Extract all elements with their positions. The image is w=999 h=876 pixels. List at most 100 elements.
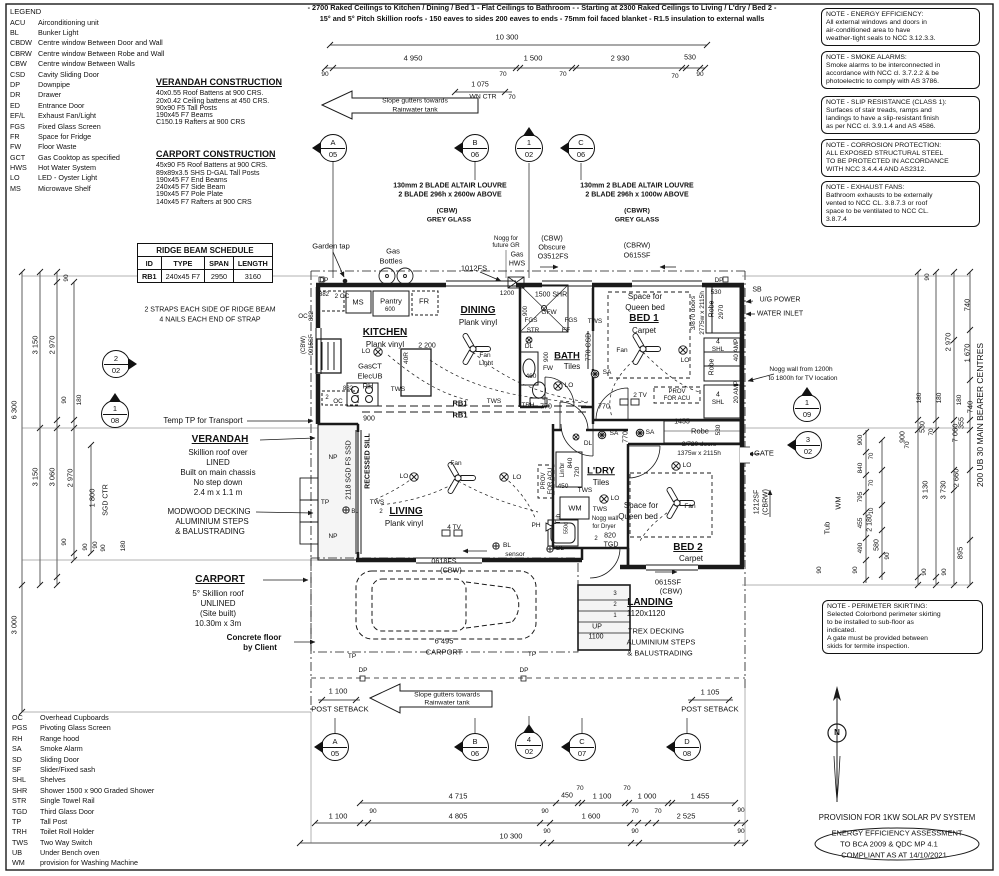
annotation: Fan	[479, 351, 491, 359]
legend-desc: Slider/Fixed sash	[40, 764, 96, 774]
phone-point-icon	[545, 522, 554, 532]
legend-desc: Range hood	[40, 733, 80, 743]
annotation: 820	[604, 532, 616, 540]
note-line: A gate must be provided between	[827, 635, 928, 643]
annotation: 1 075	[471, 81, 489, 89]
legend-abbr: SF	[12, 764, 22, 774]
annotation: 180	[915, 392, 923, 404]
legend-abbr: TGD	[12, 806, 28, 816]
legend-desc: Centre window Between Door and Wall	[38, 38, 163, 48]
annotation: 460	[525, 372, 537, 380]
construction-line: 20x0.42 Ceiling battens at 450 CRS.	[156, 97, 270, 105]
room-label: KITCHEN	[362, 327, 408, 338]
note-line: Smoke alarms to be interconnected in	[826, 62, 941, 70]
annotation: TP	[527, 650, 537, 658]
construction-line: 140x45 F7 Rafters at 900 CRS	[156, 198, 252, 206]
annotation: Light	[478, 359, 494, 367]
smoke-alarm-icon	[635, 428, 645, 438]
annotation: 1012FS	[460, 263, 488, 273]
annotation: 40 AMP	[732, 338, 740, 362]
legend-abbr: UB	[12, 848, 22, 858]
note-line: Bathroom exhausts to be externally	[826, 192, 933, 200]
annotation: 450	[561, 792, 573, 800]
legend-abbr: SHL	[12, 775, 26, 785]
kitchen-fixtures	[316, 290, 439, 407]
annotation: 40R	[402, 352, 410, 364]
annotation: SGD CTR	[102, 484, 110, 516]
annotation: Lin'br	[560, 462, 566, 478]
annotation: 2	[594, 536, 598, 542]
smoke-alarm-icon	[597, 430, 607, 440]
annotation: U/G POWER	[759, 296, 801, 304]
annotation: 70	[654, 807, 662, 815]
legend-desc: Pivoting Glass Screen	[40, 723, 111, 733]
north-compass-icon	[827, 686, 847, 802]
note-line: accordance with NCC cl. 3.7.2.2 & be	[826, 70, 939, 78]
annotation: GATE	[754, 448, 774, 458]
annotation: TP	[320, 498, 330, 506]
note-line: 3.8.7.4	[826, 216, 847, 224]
site-boundary-lines	[310, 270, 746, 712]
annotation: 3 000	[9, 615, 19, 635]
annotation: 2 200	[418, 342, 436, 350]
annotation: Tiles	[592, 478, 610, 487]
annotation: 2 970	[943, 332, 953, 352]
legend-abbr: CBW	[10, 59, 27, 69]
annotation: 1	[613, 613, 617, 619]
legend-desc: Centre window Between Robe and Wall	[38, 48, 165, 58]
legend-abbr: TWS	[12, 837, 28, 847]
annotation: NP	[328, 532, 338, 540]
annotation: 740	[965, 400, 975, 414]
note-line: WITH NCC 3.4.4.4 AND AS2312.	[826, 166, 927, 174]
bubble-leaders	[332, 161, 688, 733]
annotation: 2	[379, 509, 383, 515]
annotation: Nogg wall from 1200h	[769, 365, 833, 373]
garden-tap-icon	[342, 278, 348, 284]
annotation: 450	[557, 482, 569, 490]
oyster-light-icon	[671, 461, 681, 471]
downlight-icon	[525, 336, 533, 344]
annotation: Bottles	[379, 256, 403, 266]
ridge-table-cell: 240x45 F7	[160, 269, 206, 283]
annotation: 2775w x 2115h	[698, 291, 706, 335]
annotation: COMPLIANT AS AT 14/10/2021	[841, 850, 947, 860]
annotation: (CBW)	[541, 233, 563, 243]
gas-bottles	[378, 267, 414, 285]
annotation: 4 805	[448, 811, 468, 821]
sheet-border	[5, 3, 994, 871]
annotation: 90	[321, 70, 329, 78]
annotation: DL	[524, 342, 534, 350]
annotation: BL	[556, 544, 564, 552]
legend-desc: Centre window Between Walls	[38, 59, 135, 69]
annotation: 70	[559, 70, 567, 78]
annotation: UNLINED	[200, 599, 236, 608]
legend-item: SF Slider/Fixed sash	[12, 766, 154, 773]
annotation: 2 970	[65, 468, 75, 488]
construction-line: 240x45 F7 Side Beam	[156, 184, 226, 192]
room-label: BATH	[554, 350, 580, 362]
annotation: Tub	[556, 513, 562, 525]
legend-abbr: SD	[12, 754, 22, 764]
annotation: 720	[573, 466, 581, 478]
ridge-table-header: ID	[137, 256, 162, 270]
perimeter-skirting-note: NOTE - PERIMETER SKIRTING:Selected Color…	[822, 600, 983, 655]
annotation: DP	[714, 276, 724, 284]
annotation: GREY GLASS	[426, 216, 472, 224]
annotation: 6 300	[9, 400, 19, 420]
annotation: 0915SF	[309, 334, 315, 356]
annotation: future GR	[492, 241, 520, 249]
annotation: 4 715	[448, 791, 468, 801]
annotation: 770	[598, 403, 610, 411]
annotation: Space for	[623, 501, 659, 510]
annotation: Robe	[708, 300, 716, 318]
ncc-note-box: NOTE - CORROSION PROTECTION:ALL EXPOSED …	[821, 139, 980, 178]
